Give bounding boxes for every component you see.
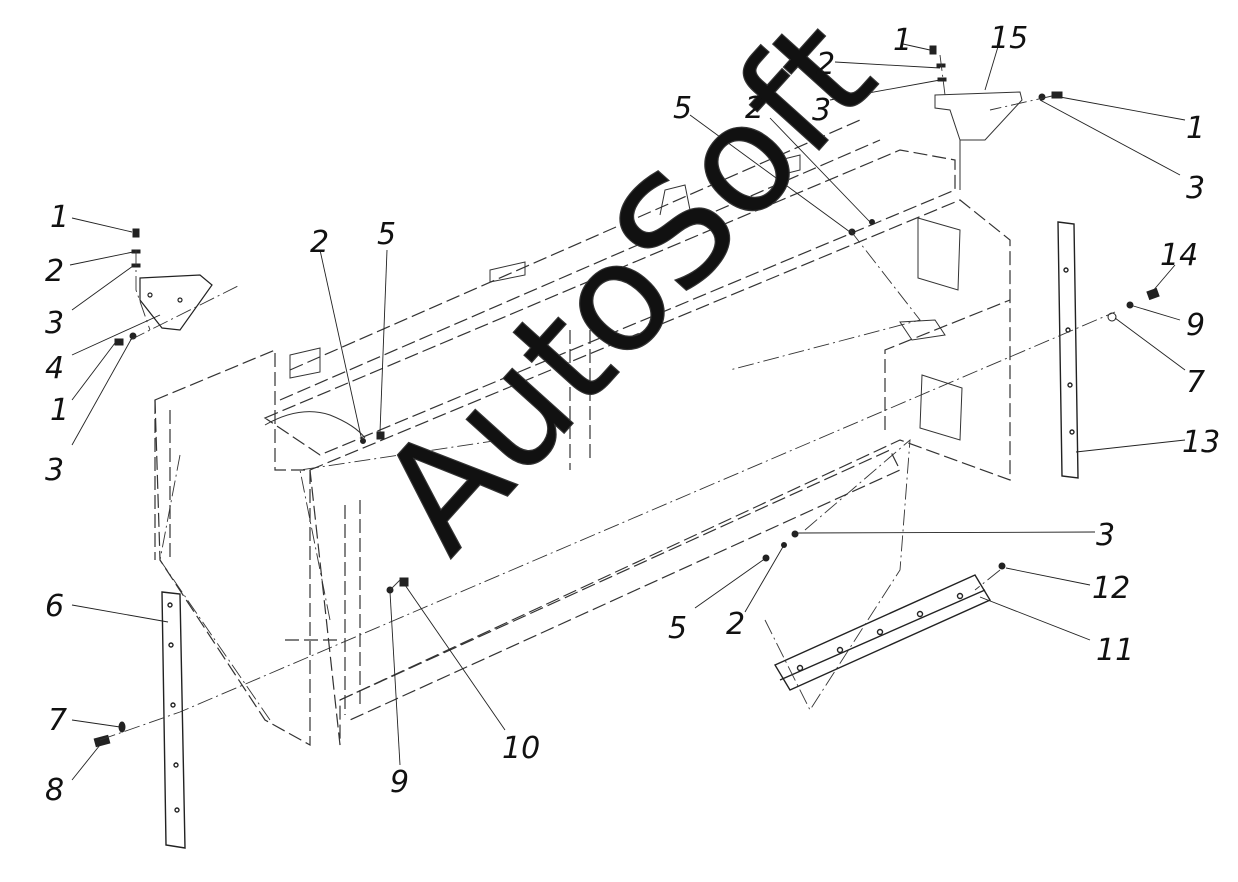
assembly-axis-lines	[99, 54, 1116, 741]
callout-label: 12	[1092, 571, 1130, 606]
fasteners-strip-6	[93, 721, 126, 748]
bracket-4	[139, 274, 213, 331]
callout-label: 2	[45, 254, 64, 289]
callout-label: 7	[1186, 365, 1205, 400]
callout-label: 2	[726, 607, 745, 642]
fasteners-strip-13	[1107, 287, 1160, 322]
callout-label: 1	[893, 23, 912, 58]
callout-label: 2	[310, 225, 329, 260]
callout-label: 1	[1186, 111, 1205, 146]
callout-label: 3	[1096, 518, 1115, 553]
bolt-12	[998, 562, 1006, 570]
callout-label: 10	[502, 731, 540, 766]
callout-label: 5	[673, 91, 692, 126]
callout-label: 2	[816, 47, 835, 82]
leader-lines	[69, 39, 1186, 781]
callout-label: 15	[990, 21, 1028, 56]
callout-label: 3	[812, 93, 831, 128]
callout-label: 8	[45, 773, 64, 808]
callout-label: 1	[50, 200, 69, 235]
watermark: AutoSoft	[347, 0, 909, 585]
callout-label: 5	[377, 217, 396, 252]
callout-label: 3	[45, 453, 64, 488]
callout-label: 4	[45, 351, 64, 386]
housing-details	[264, 91, 1023, 441]
callout-labels: 1 2 3 15 1 3 5 2 1 2 3 4 1 3 2 5 14 9 7 …	[45, 21, 1220, 808]
angle-bar-11	[773, 574, 992, 691]
callout-label: 13	[1182, 425, 1220, 460]
callout-label: 6	[45, 589, 64, 624]
callout-label: 1	[50, 393, 69, 428]
strip-6	[161, 591, 186, 849]
housing-body	[154, 119, 1011, 747]
callout-label: 2	[745, 91, 764, 126]
callout-label: 7	[48, 703, 67, 738]
callout-label: 11	[1096, 633, 1134, 668]
callout-label: 9	[1186, 308, 1205, 343]
watermark-text: AutoSoft	[347, 0, 907, 584]
callout-label: 3	[1186, 171, 1205, 206]
strip-13	[1057, 221, 1079, 479]
callout-label: 5	[668, 611, 687, 646]
callout-label: 9	[390, 765, 409, 800]
callout-label: 3	[45, 306, 64, 341]
callout-label: 14	[1160, 238, 1198, 273]
